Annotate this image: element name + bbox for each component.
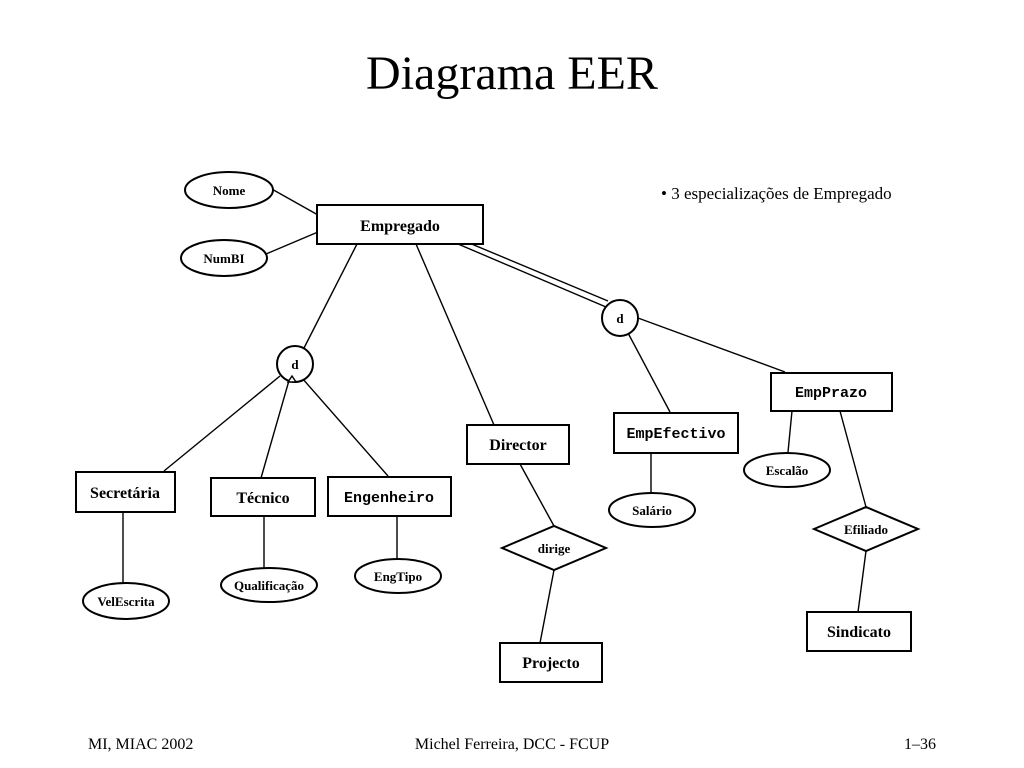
relationship-efiliado-label: Efiliado <box>844 522 888 537</box>
connector-director-dirige <box>519 463 555 527</box>
entity-empefectivo-label: EmpEfectivo <box>626 426 725 443</box>
attribute-engtipo: EngTipo <box>354 558 442 594</box>
specialization-right: d <box>601 299 639 337</box>
connector-d-left-engenheiro <box>301 377 389 477</box>
attribute-velescrita: VelEscrita <box>82 582 170 620</box>
attribute-nome: Nome <box>184 171 274 209</box>
entity-tecnico-label: Técnico <box>236 490 289 507</box>
attribute-velescrita-label: VelEscrita <box>97 594 155 609</box>
attribute-numbi: NumBI <box>180 239 268 277</box>
specialization-right-label: d <box>616 311 624 326</box>
connector-empregado-d-left <box>303 243 358 349</box>
connector-dirige-projecto <box>539 569 555 644</box>
connector-empprazo-escalao <box>787 410 793 453</box>
connector-empregado-director <box>415 243 495 426</box>
footer-page-number: 1–36 <box>904 736 936 753</box>
entity-empregado: Empregado <box>316 204 484 245</box>
connector-efiliado-sindicato <box>857 550 867 613</box>
attribute-engtipo-label: EngTipo <box>374 569 422 584</box>
attribute-escalao: Escalão <box>743 452 831 488</box>
footer-course: MI, MIAC 2002 <box>88 736 194 753</box>
bullet-point: • 3 especializações de Empregado <box>661 184 892 203</box>
connector-d-left-secretaria <box>163 375 281 472</box>
specialization-left-label: d <box>291 357 299 372</box>
connector-d-right-empprazo <box>637 317 786 373</box>
connector-empprazo-efiliado <box>839 410 867 508</box>
attribute-qualificacao: Qualificação <box>220 567 318 603</box>
attribute-numbi-label: NumBI <box>203 251 244 266</box>
entity-empprazo-label: EmpPrazo <box>795 385 867 402</box>
entity-secretaria-label: Secretária <box>90 485 160 502</box>
entity-empregado-label: Empregado <box>360 218 440 235</box>
connector-d-right-empefectivo <box>627 332 671 413</box>
connector-nome-empregado <box>269 187 319 216</box>
attribute-qualificacao-label: Qualificação <box>234 578 304 593</box>
relationship-efiliado: Efiliado <box>811 505 921 553</box>
connector-numbi-empregado <box>265 231 319 255</box>
entity-engenheiro: Engenheiro <box>327 476 452 517</box>
relationship-dirige-label: dirige <box>538 541 571 556</box>
connector-empregado-d-right-a <box>457 243 607 308</box>
slide-title: Diagrama EER <box>366 47 658 100</box>
connector-empregado-d-right-b <box>461 239 609 302</box>
entity-empprazo: EmpPrazo <box>770 372 893 412</box>
entity-tecnico: Técnico <box>210 477 316 517</box>
entity-secretaria: Secretária <box>75 471 176 513</box>
connector-d-left-tecnico <box>260 376 291 479</box>
specialization-left: d <box>276 345 314 383</box>
entity-sindicato-label: Sindicato <box>827 624 891 641</box>
entity-projecto: Projecto <box>499 642 603 683</box>
relationship-dirige: dirige <box>499 524 609 572</box>
attribute-salario-label: Salário <box>632 503 672 518</box>
entity-sindicato: Sindicato <box>806 611 912 652</box>
attribute-salario: Salário <box>608 492 696 528</box>
subset-mark-icon <box>286 374 298 383</box>
attribute-escalao-label: Escalão <box>766 463 809 478</box>
entity-engenheiro-label: Engenheiro <box>344 490 434 507</box>
entity-director: Director <box>466 424 570 465</box>
attribute-nome-label: Nome <box>213 183 246 198</box>
entity-empefectivo: EmpEfectivo <box>613 412 739 454</box>
connectors <box>122 187 867 644</box>
entity-projecto-label: Projecto <box>522 655 579 672</box>
footer-author: Michel Ferreira, DCC - FCUP <box>414 736 610 753</box>
entity-director-label: Director <box>489 437 546 454</box>
